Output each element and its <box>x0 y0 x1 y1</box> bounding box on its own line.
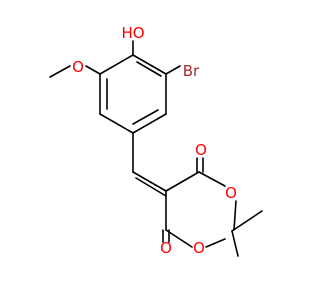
bond-inner <box>135 177 167 197</box>
carbonyl-bonds <box>162 157 204 243</box>
bond <box>165 229 193 248</box>
bond-ome <box>85 65 101 75</box>
bond <box>132 54 167 75</box>
gem-dimethyl <box>231 210 263 257</box>
molecule-structure-diagram: HO Br O O O O O <box>0 0 300 300</box>
methoxy-oxygen-label: O <box>72 58 84 76</box>
bond <box>99 113 134 134</box>
bond-br <box>165 65 181 75</box>
bond <box>233 200 237 231</box>
bond <box>99 54 134 75</box>
bond-inner <box>132 109 159 125</box>
benzene-ring <box>99 54 167 134</box>
bond-methyl-2 <box>231 230 239 257</box>
bond-methyl-ome <box>49 65 71 78</box>
bond <box>165 171 200 192</box>
bond <box>132 113 167 134</box>
bond-inner <box>136 61 162 77</box>
bromine-label: Br <box>183 62 200 80</box>
bond <box>205 238 226 248</box>
bond-methyl-1 <box>231 210 263 232</box>
hydroxyl-label: HO <box>121 24 144 42</box>
ring-oxygen-left-label: O <box>193 239 205 257</box>
substituent-bonds <box>49 40 181 173</box>
diagram-background <box>0 0 300 300</box>
exocyclic-double-bond <box>132 171 167 197</box>
bond <box>198 171 226 187</box>
carbonyl-oxygen-bottom-label: O <box>160 239 172 257</box>
ring-oxygen-right-label: O <box>225 184 237 202</box>
carbonyl-oxygen-top-label: O <box>195 141 207 159</box>
dioxane-ring <box>165 171 237 248</box>
bond <box>132 171 167 192</box>
